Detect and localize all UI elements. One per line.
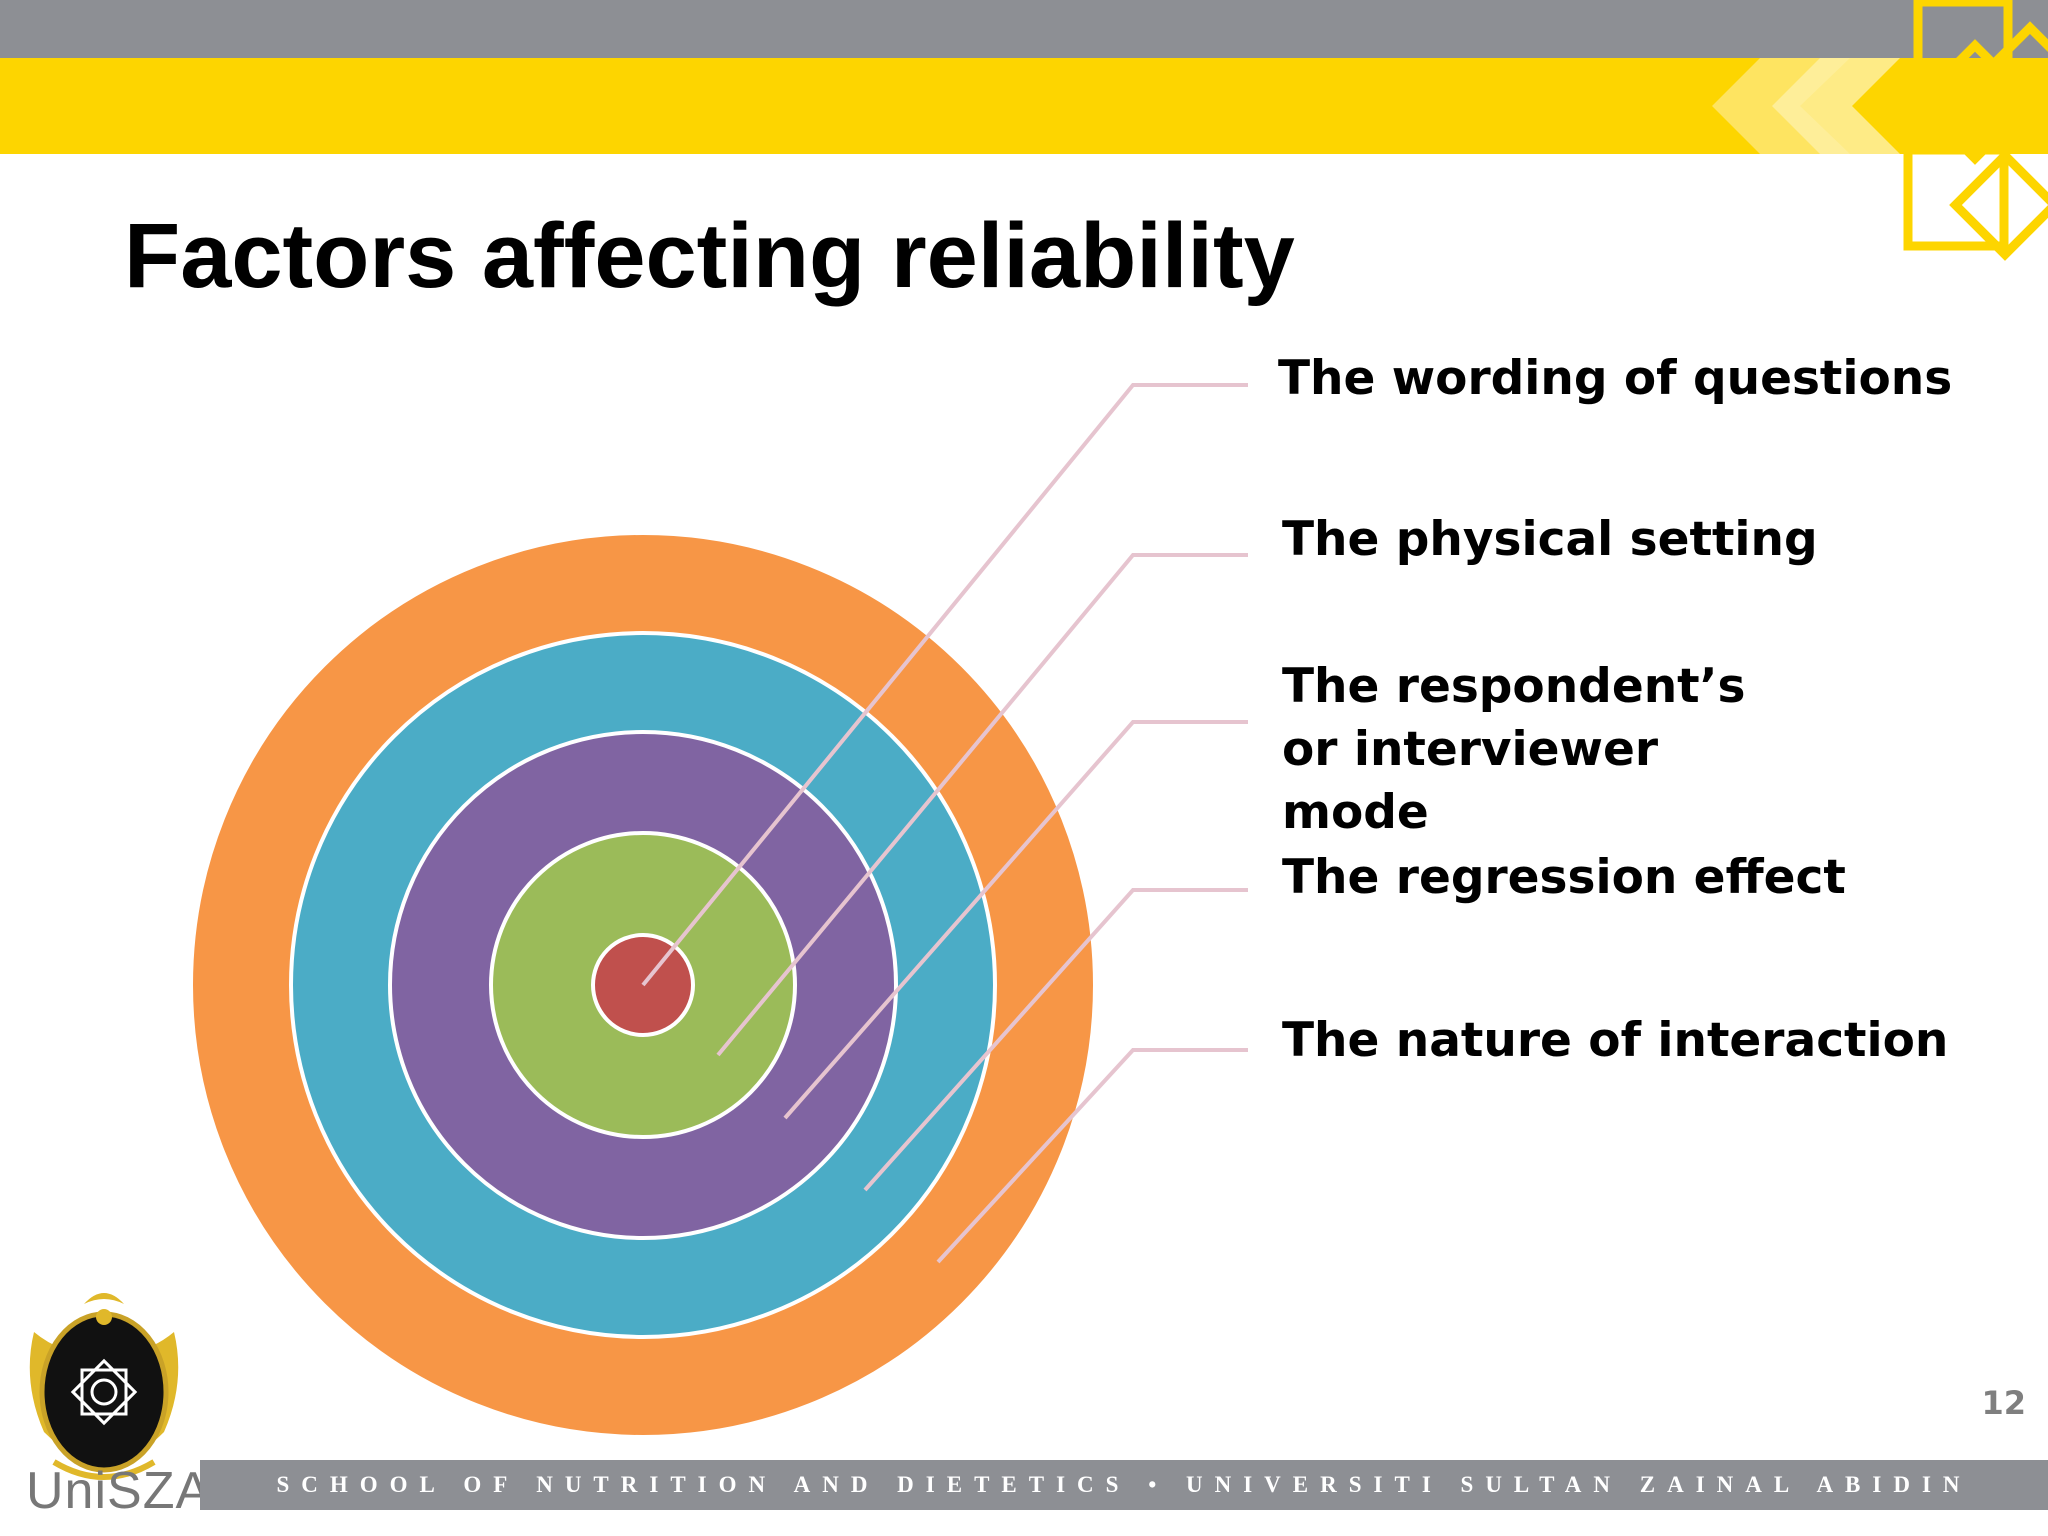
logo-text: UniSZA	[26, 1462, 212, 1520]
connector-4	[863, 888, 1248, 1192]
yellow-accent-band	[0, 58, 2048, 154]
page-number: 12	[1981, 1384, 2026, 1422]
factor-label-regression-effect: The regression effect	[1282, 850, 1846, 905]
factor-label-nature-of-interaction: The nature of interaction	[1282, 1013, 1949, 1068]
factor-label-wording: The wording of questions	[1278, 351, 1953, 406]
decorative-pattern	[1712, 0, 2048, 261]
footer-text: SCHOOL OF NUTRITION AND DIETETICS • UNIV…	[276, 1472, 1972, 1497]
connector-3	[783, 720, 1248, 1120]
top-gray-band	[0, 0, 2048, 58]
footer-bar: SCHOOL OF NUTRITION AND DIETETICS • UNIV…	[200, 1460, 2048, 1510]
crest-emblem-icon	[29, 1293, 179, 1480]
connector-1	[641, 383, 1248, 987]
factor-label-physical-setting: The physical setting	[1282, 512, 1818, 567]
slide-title: Factors affecting reliability	[124, 205, 1295, 307]
connector-5	[936, 1048, 1248, 1264]
factor-label-respondent-mode: The respondent’s or interviewer mode	[1282, 659, 1746, 840]
connector-2	[716, 553, 1248, 1057]
